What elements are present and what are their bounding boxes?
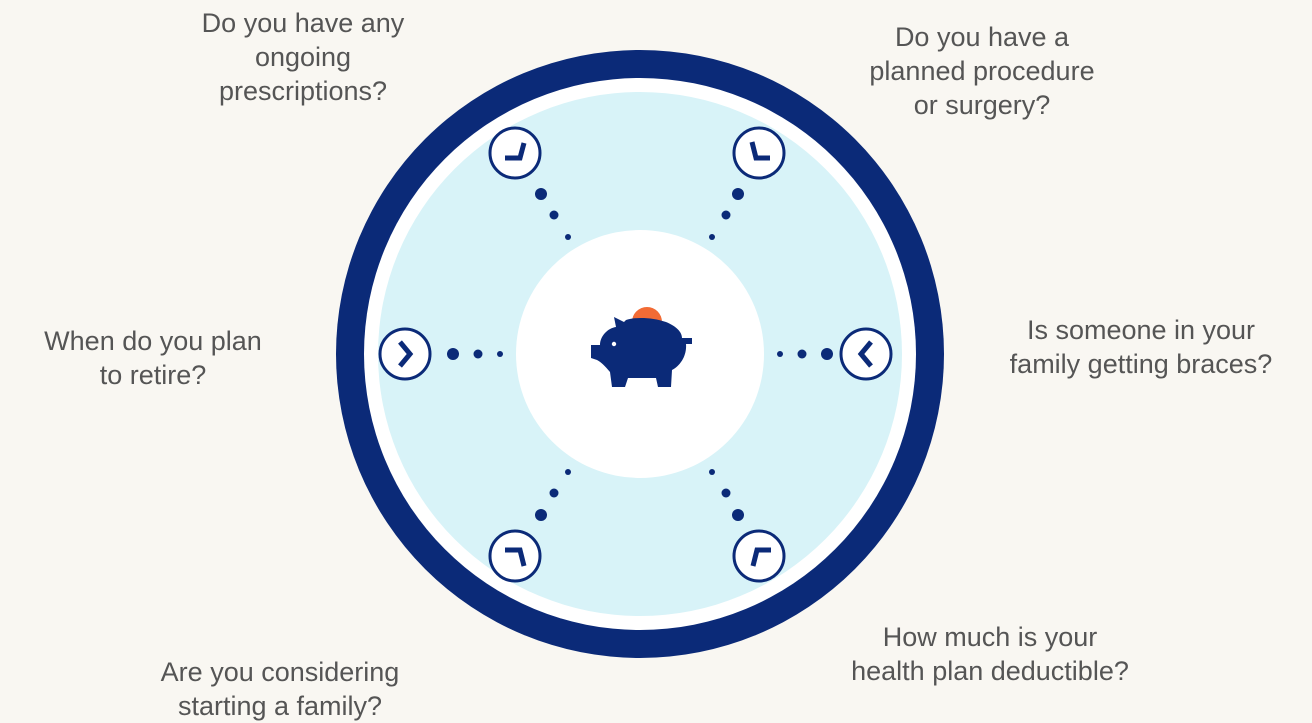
- question-bottom-right: How much is your health plan deductible?: [851, 622, 1129, 686]
- chevron-icon: [749, 141, 770, 161]
- node-right[interactable]: [839, 327, 893, 381]
- question-left: When do you plan to retire?: [44, 326, 262, 390]
- node-top-right[interactable]: [732, 126, 786, 180]
- question-top-left: Do you have any ongoing prescriptions?: [201, 8, 405, 106]
- chevron-icon: [505, 142, 527, 161]
- node-bottom-right[interactable]: [732, 529, 786, 583]
- chevron-icon: [750, 547, 771, 567]
- question-top-right: Do you have a planned procedure or surge…: [869, 22, 1095, 120]
- dots-top-right: [709, 188, 744, 240]
- chevron-icon: [857, 340, 873, 368]
- savings-wheel-diagram: [336, 50, 944, 658]
- piggy-eye: [611, 341, 617, 347]
- dots-top-left: [535, 188, 571, 240]
- node-top-left[interactable]: [488, 126, 542, 180]
- question-right: Is someone in your family getting braces…: [1009, 315, 1273, 379]
- piggy-body: [591, 317, 692, 387]
- node-left[interactable]: [378, 327, 432, 381]
- dots-left: [447, 348, 503, 360]
- piggy-bank-icon: [591, 307, 692, 387]
- chevron-icon: [505, 547, 527, 567]
- node-bottom-left[interactable]: [488, 529, 542, 583]
- dots-right: [777, 348, 833, 360]
- dots-bottom-right: [709, 469, 744, 521]
- chevron-icon: [398, 340, 414, 368]
- dots-bottom-left: [535, 469, 571, 521]
